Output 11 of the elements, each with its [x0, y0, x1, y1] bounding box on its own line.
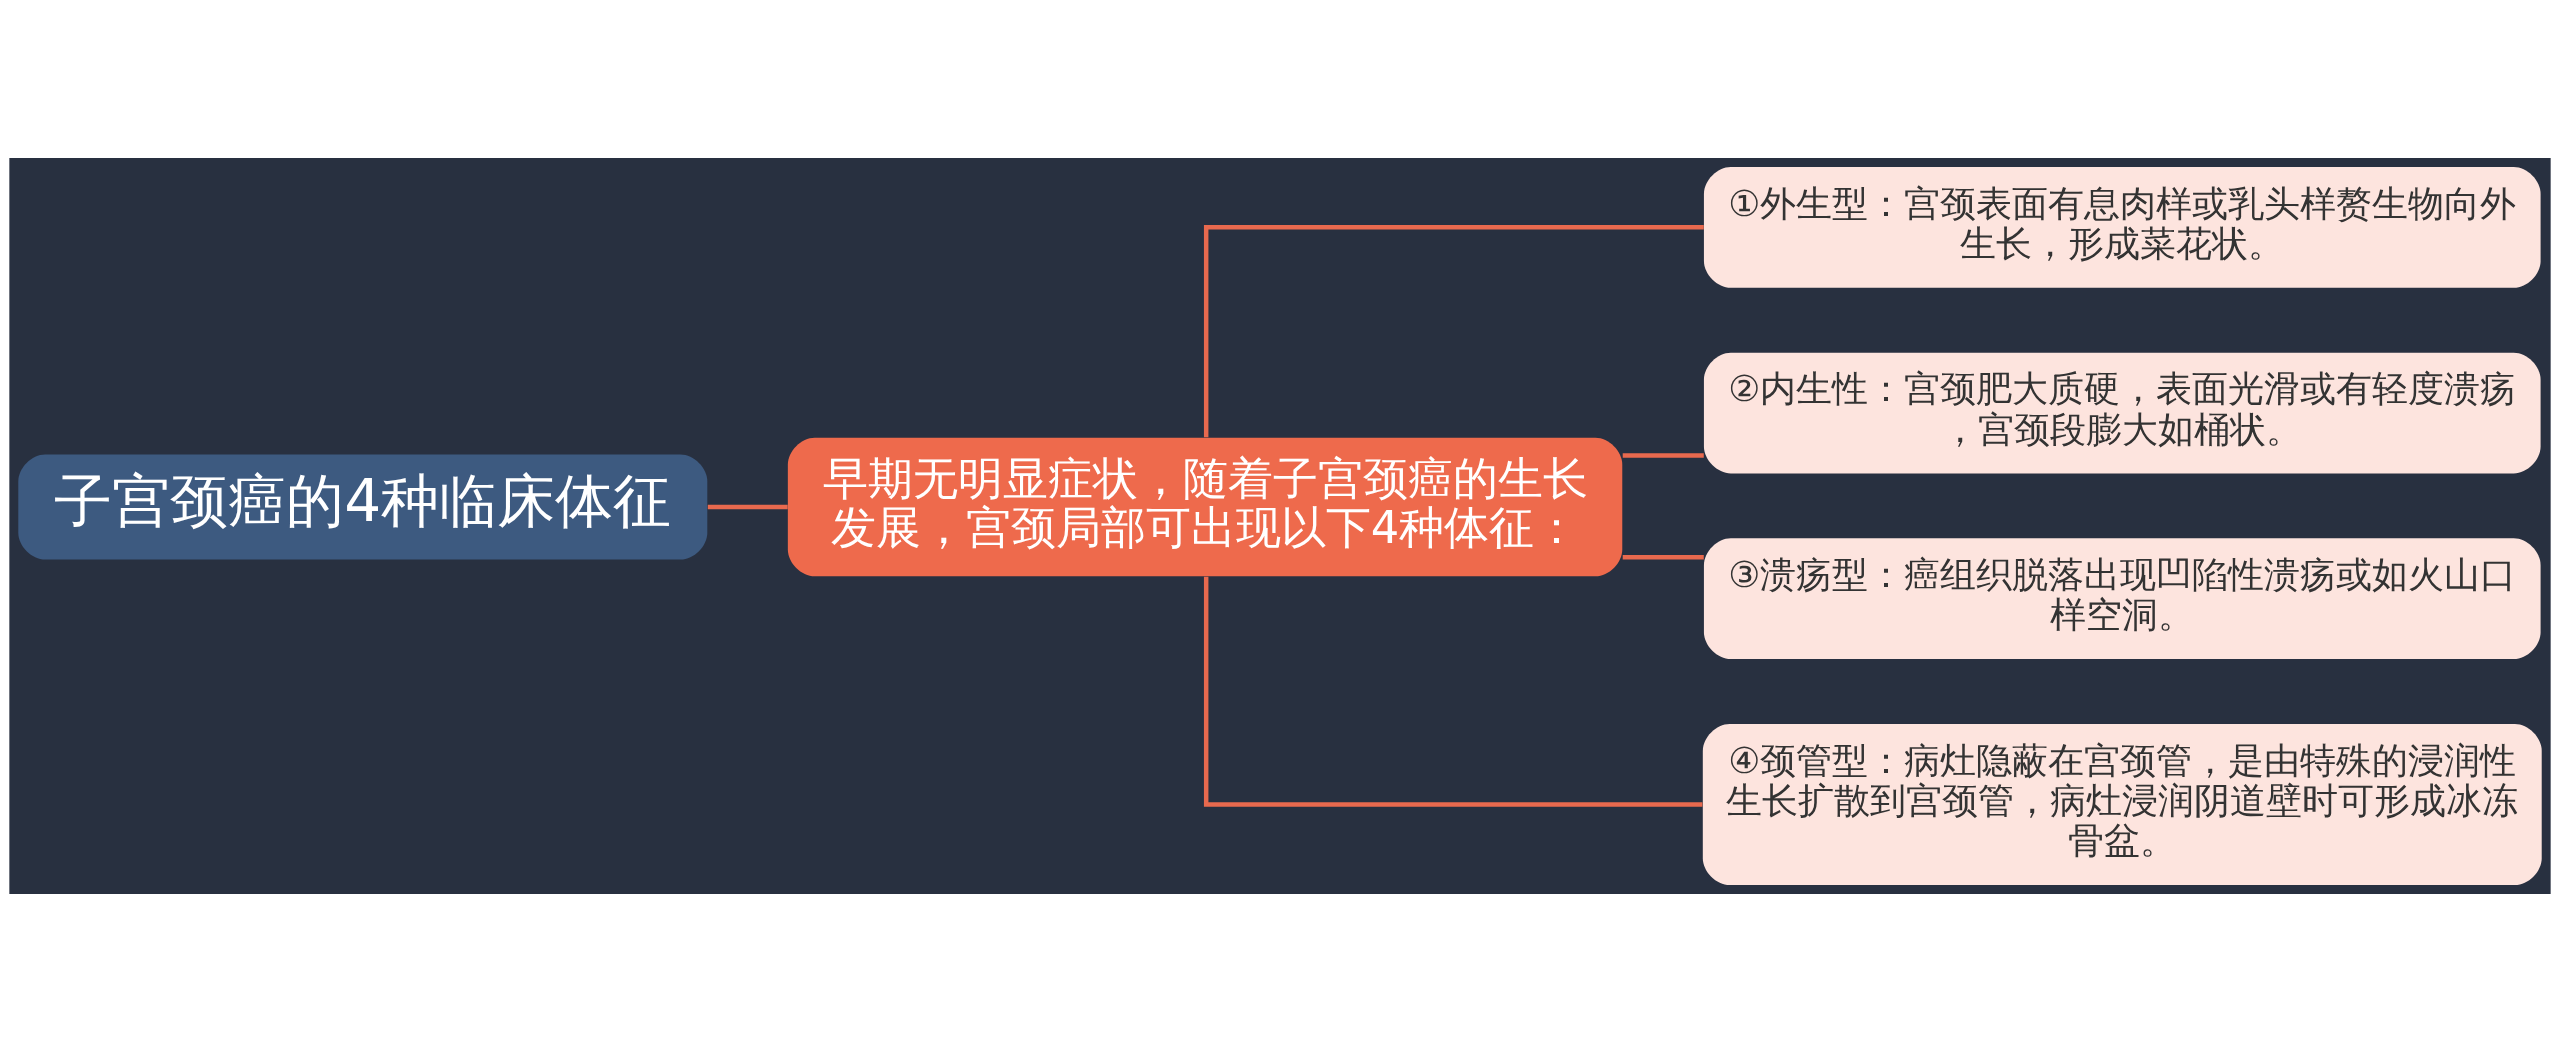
- node-box: ②内生性：宫颈肥大质硬，表面光滑或有轻度溃疡，宫颈段膨大如桶状。: [1703, 352, 2541, 473]
- node-box: ①外生型：宫颈表面有息肉样或乳头样赘生物向外生长，形成菜花状。: [1703, 166, 2541, 288]
- connector: [1203, 576, 1703, 807]
- node-box: 早期无明显症状，随着子宫颈癌的生长发展，宫颈局部可出现以下4种体征：: [787, 437, 1623, 576]
- connector: [1203, 224, 1704, 437]
- connector: [707, 504, 788, 509]
- node-box: 子宫颈癌的4种临床体征: [18, 453, 708, 560]
- connector: [1622, 554, 1704, 560]
- node-box: ③溃疡型：癌组织脱落出现凹陷性溃疡或如火山口样空洞。: [1703, 537, 2541, 659]
- node-box: ④颈管型：病灶隐蔽在宫颈管，是由特殊的浸润性生长扩散到宫颈管，病灶浸润阴道壁时可形成冰冻骨盆。: [1702, 723, 2542, 885]
- connector: [1622, 452, 1704, 458]
